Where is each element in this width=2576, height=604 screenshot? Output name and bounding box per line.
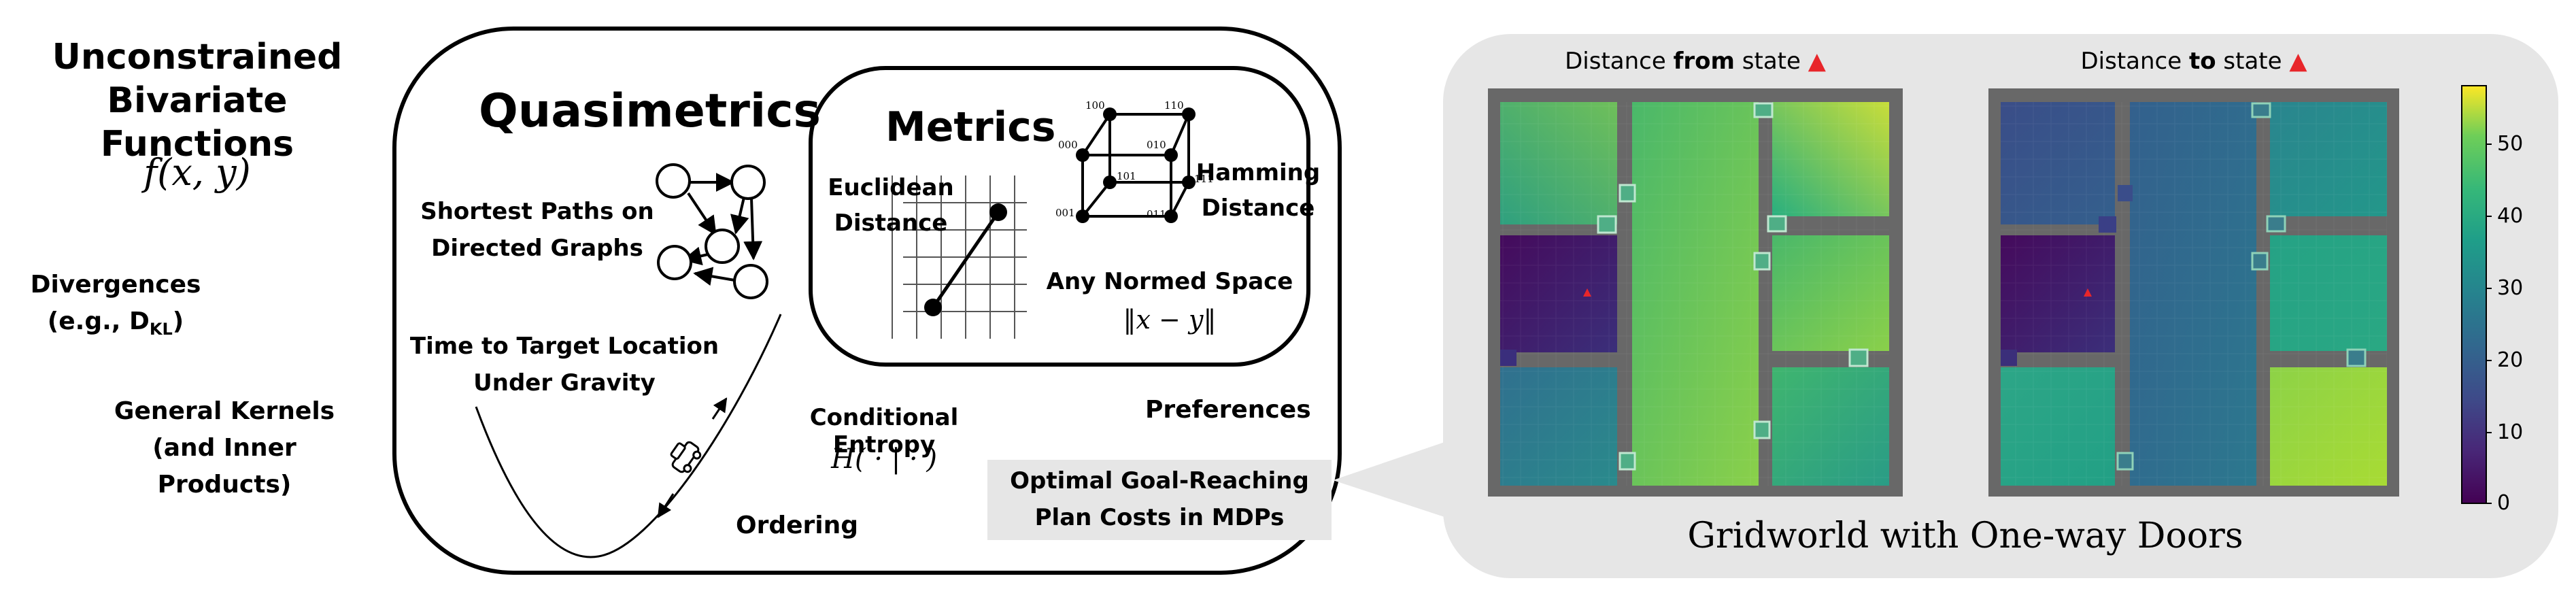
colorbar bbox=[2461, 85, 2487, 504]
divergences-line-2: (e.g., DKL) bbox=[47, 307, 184, 339]
colorbar-tick: 20 bbox=[2497, 348, 2524, 372]
time-to-target-label: Time to Target Location Under Gravity bbox=[409, 333, 719, 397]
point-y bbox=[989, 203, 1007, 221]
kernels-label: General Kernels (and Inner Products) bbox=[114, 397, 335, 499]
colorbar-tick: 50 bbox=[2497, 132, 2524, 156]
conditional-entropy-label: Conditional Entropy bbox=[809, 404, 959, 458]
gridworld-from-map bbox=[1488, 88, 1903, 497]
to-map-title: Distance to state ▲ bbox=[2080, 48, 2307, 75]
colorbar-tick: 40 bbox=[2497, 204, 2524, 228]
optimal-goal-reaching-label: Optimal Goal-Reaching Plan Costs in MDPs bbox=[1010, 467, 1309, 531]
point-x bbox=[924, 299, 942, 316]
cube-label-000: 000 bbox=[1058, 139, 1078, 151]
state-marker-to bbox=[2084, 288, 2092, 297]
normed-space-label: Any Normed Space bbox=[1046, 268, 1293, 295]
colorbar-tick: 10 bbox=[2497, 420, 2524, 444]
euclidean-segment bbox=[931, 211, 1000, 309]
directed-graph bbox=[656, 163, 768, 299]
ordering-label: Ordering bbox=[736, 511, 859, 539]
cube-label-111: 111 bbox=[1194, 173, 1214, 185]
marker-icon: ▲ bbox=[2289, 48, 2307, 75]
bivariate-formula: f(x, y) bbox=[143, 151, 251, 194]
euclidean-grid bbox=[892, 175, 1027, 339]
car-icon bbox=[670, 441, 702, 473]
conditional-entropy-formula: H( · | · ) bbox=[831, 443, 937, 475]
metrics-box bbox=[809, 66, 1310, 367]
cube-label-110: 110 bbox=[1164, 99, 1184, 112]
hamming-label: Hamming Distance bbox=[1196, 159, 1321, 222]
divergences-label: Divergences (e.g., DKL) bbox=[14, 267, 218, 348]
divergences-line-1: Divergences bbox=[30, 271, 201, 299]
cube-label-010: 010 bbox=[1147, 139, 1166, 151]
metrics-title: Metrics bbox=[885, 103, 1056, 151]
cube-label-011: 011 bbox=[1147, 208, 1166, 220]
gravity-curve bbox=[475, 314, 782, 558]
gridworld-caption: Gridworld with One-way Doors bbox=[1687, 516, 2243, 556]
colorbar-tick: 0 bbox=[2497, 491, 2511, 515]
norm-formula: ‖x − y‖ bbox=[1123, 305, 1217, 335]
cube-label-100: 100 bbox=[1085, 99, 1105, 112]
left-title: Unconstrained Bivariate Functions bbox=[27, 35, 367, 166]
from-map-title: Distance from state ▲ bbox=[1565, 48, 1826, 75]
marker-icon: ▲ bbox=[1808, 48, 1826, 75]
cube-label-101: 101 bbox=[1117, 170, 1136, 182]
gridworld-to-map bbox=[1988, 88, 2399, 497]
optimal-callout-box bbox=[987, 460, 1332, 540]
preferences-label: Preferences bbox=[1145, 396, 1311, 424]
cube-label-001: 001 bbox=[1055, 207, 1075, 219]
euclidean-label: Euclidean Distance bbox=[828, 174, 954, 237]
state-marker-from bbox=[1583, 288, 1591, 297]
title-line-2: Bivariate Functions bbox=[100, 80, 294, 165]
title-line-1: Unconstrained bbox=[52, 37, 343, 78]
hamming-cube bbox=[1076, 107, 1196, 223]
quasimetrics-title: Quasimetrics bbox=[479, 84, 821, 138]
colorbar-tick: 30 bbox=[2497, 276, 2524, 300]
callout-connector bbox=[1333, 441, 1448, 518]
shortest-paths-label: Shortest Paths on Directed Graphs bbox=[420, 198, 654, 262]
